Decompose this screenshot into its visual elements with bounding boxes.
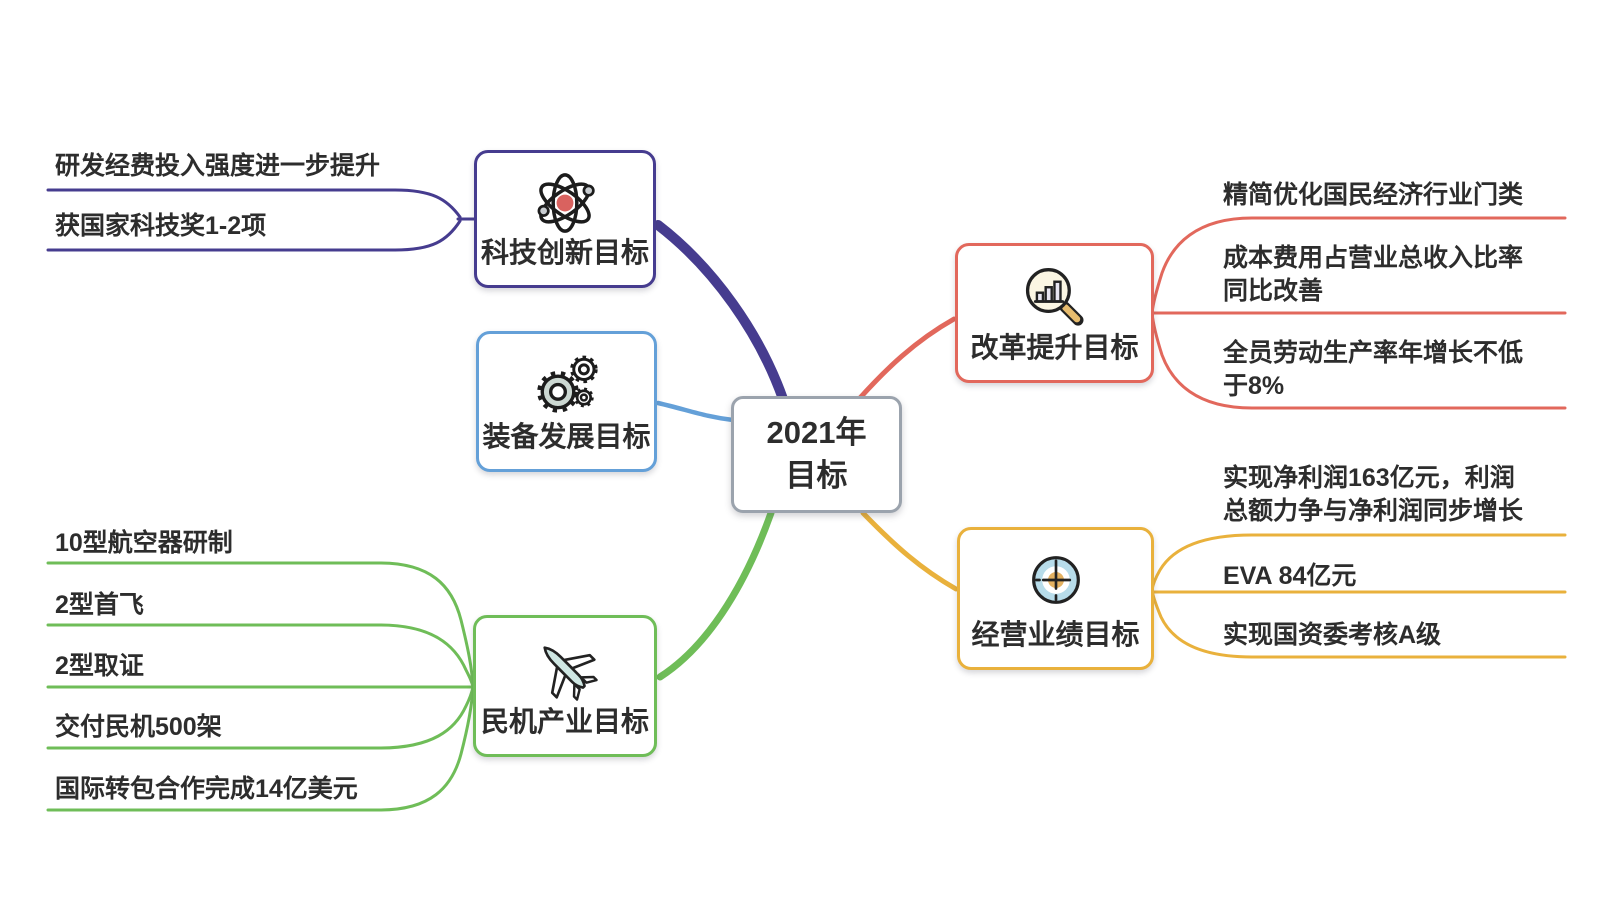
airplane-icon xyxy=(543,646,598,701)
atom-icon xyxy=(537,173,595,233)
leaf-node[interactable]: 实现国资委考核A级 xyxy=(1223,621,1442,649)
leaf-node[interactable]: 全员劳动生产率年增长不低于8% xyxy=(1223,339,1524,400)
branch-line-reform xyxy=(856,316,957,402)
leaf-node[interactable]: 10型航空器研制 xyxy=(55,529,233,557)
branch-line-tech xyxy=(653,220,788,404)
root-title-line1: 2021年 xyxy=(766,414,867,450)
topic-node-civil-aircraft[interactable]: 民机产业目标 xyxy=(473,615,657,757)
leaf-node[interactable]: 实现净利润163亿元，利润总额力争与净利润同步增长 xyxy=(1223,464,1524,525)
magnifier-chart-icon xyxy=(1025,268,1084,326)
topic-node-performance[interactable]: 经营业绩目标 xyxy=(957,527,1154,670)
topic-label-equipment: 装备发展目标 xyxy=(482,421,651,453)
leaf-node[interactable]: 研发经费投入强度进一步提升 xyxy=(55,152,381,180)
leaf-node[interactable]: 成本费用占营业总收入比率同比改善 xyxy=(1223,244,1524,305)
topic-node-reform[interactable]: 改革提升目标 xyxy=(955,243,1154,383)
topic-label-tech: 科技创新目标 xyxy=(481,237,650,269)
topic-label-civil-aircraft: 民机产业目标 xyxy=(481,706,650,738)
topic-node-equipment[interactable]: 装备发展目标 xyxy=(476,331,657,472)
gears-icon xyxy=(536,355,598,413)
topic-node-tech[interactable]: 科技创新目标 xyxy=(474,150,656,288)
root-node[interactable]: 2021年 目标 xyxy=(731,396,902,513)
leaf-node[interactable]: 2型首飞 xyxy=(55,591,144,619)
branch-line-performance xyxy=(860,510,959,592)
leaf-node[interactable]: 精简优化国民经济行业门类 xyxy=(1223,181,1524,209)
topic-label-reform: 改革提升目标 xyxy=(970,332,1139,364)
branch-line-civil-aircraft xyxy=(656,509,775,681)
leaf-node[interactable]: 2型取证 xyxy=(55,652,144,680)
branch-line-equipment xyxy=(655,400,736,423)
leaf-node[interactable]: 交付民机500架 xyxy=(55,713,222,741)
target-icon xyxy=(1031,556,1080,604)
leaf-node[interactable]: EVA 84亿元 xyxy=(1223,562,1357,590)
leaf-lines-reform xyxy=(1150,216,1567,410)
root-title-line2: 目标 xyxy=(785,457,848,493)
leaf-node[interactable]: 国际转包合作完成14亿美元 xyxy=(55,775,358,803)
topic-label-performance: 经营业绩目标 xyxy=(971,619,1140,651)
leaf-lines-tech xyxy=(46,188,476,252)
leaf-node[interactable]: 获国家科技奖1-2项 xyxy=(55,212,267,240)
leaf-lines-civil xyxy=(46,561,475,812)
